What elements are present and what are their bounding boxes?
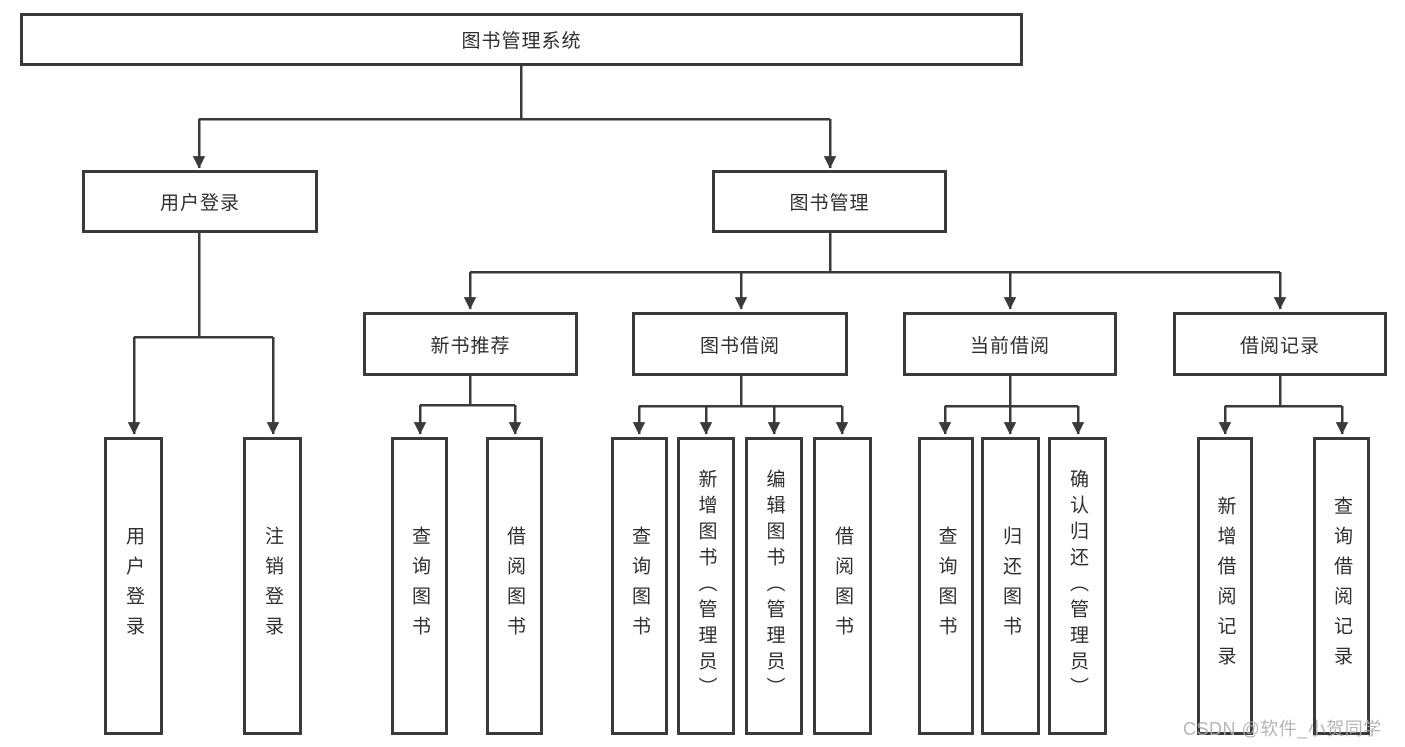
leaf-current-query-books: 查询图书 (918, 437, 974, 735)
node-user-login-branch: 用户登录 (82, 170, 318, 233)
leaf-borrow-query-books-label: 查询图书 (629, 526, 650, 646)
leaf-borrow-borrow-books-label: 借阅图书 (832, 526, 853, 646)
node-book-borrow: 图书借阅 (632, 312, 848, 376)
leaf-record-add-borrow-record-label: 新增借阅记录 (1214, 496, 1236, 676)
node-new-book-recommend: 新书推荐 (363, 312, 578, 376)
node-book-management: 图书管理 (712, 170, 947, 233)
leaf-borrow-add-book-admin-label: 新增图书（管理员） (695, 469, 717, 703)
leaf-user-login: 用户登录 (104, 437, 163, 735)
leaf-current-confirm-return-admin-label: 确认归还（管理员） (1067, 469, 1088, 703)
leaf-logout-label: 注销登录 (262, 526, 283, 646)
connector-book-management-to-level3 (463, 233, 1287, 310)
leaf-current-confirm-return-admin: 确认归还（管理员） (1048, 437, 1107, 735)
leaf-newbook-query-books-label: 查询图书 (409, 526, 430, 646)
node-book-management-label: 图书管理 (789, 193, 870, 214)
leaf-newbook-borrow-books-label: 借阅图书 (504, 526, 525, 646)
node-user-login-branch-label: 用户登录 (159, 193, 240, 214)
leaf-current-query-books-label: 查询图书 (935, 526, 957, 646)
leaf-borrow-add-book-admin: 新增图书（管理员） (677, 437, 735, 735)
leaf-borrow-edit-book-admin-label: 编辑图书（管理员） (763, 469, 785, 703)
node-current-borrow: 当前借阅 (903, 312, 1117, 376)
leaf-record-query-borrow-record: 查询借阅记录 (1313, 437, 1370, 735)
leaf-current-return-books-label: 归还图书 (1000, 526, 1021, 646)
node-root-label: 图书管理系统 (461, 31, 582, 52)
connector-root-to-level2 (192, 66, 837, 169)
leaf-borrow-edit-book-admin: 编辑图书（管理员） (745, 437, 803, 735)
node-root: 图书管理系统 (20, 13, 1023, 66)
node-borrow-records: 借阅记录 (1173, 312, 1387, 376)
leaf-record-query-borrow-record-label: 查询借阅记录 (1331, 496, 1352, 676)
node-borrow-records-label: 借阅记录 (1239, 335, 1320, 357)
connector-new-book-recommend-to-leaves (413, 376, 522, 435)
leaf-current-return-books: 归还图书 (981, 437, 1040, 735)
leaf-user-login-label: 用户登录 (123, 526, 144, 646)
connector-book-borrow-to-leaves (632, 376, 849, 435)
connector-user-login-to-leaves (127, 233, 280, 435)
node-new-book-recommend-label: 新书推荐 (430, 335, 511, 357)
connector-borrow-records-to-leaves (1218, 376, 1349, 435)
node-current-borrow-label: 当前借阅 (969, 335, 1050, 357)
node-book-borrow-label: 图书借阅 (699, 335, 780, 357)
leaf-borrow-borrow-books: 借阅图书 (813, 437, 872, 735)
connector-current-borrow-to-leaves (938, 376, 1085, 435)
leaf-record-add-borrow-record: 新增借阅记录 (1197, 437, 1253, 735)
leaf-newbook-borrow-books: 借阅图书 (486, 437, 543, 735)
leaf-newbook-query-books: 查询图书 (391, 437, 448, 735)
leaf-borrow-query-books: 查询图书 (611, 437, 668, 735)
leaf-logout: 注销登录 (243, 437, 302, 735)
